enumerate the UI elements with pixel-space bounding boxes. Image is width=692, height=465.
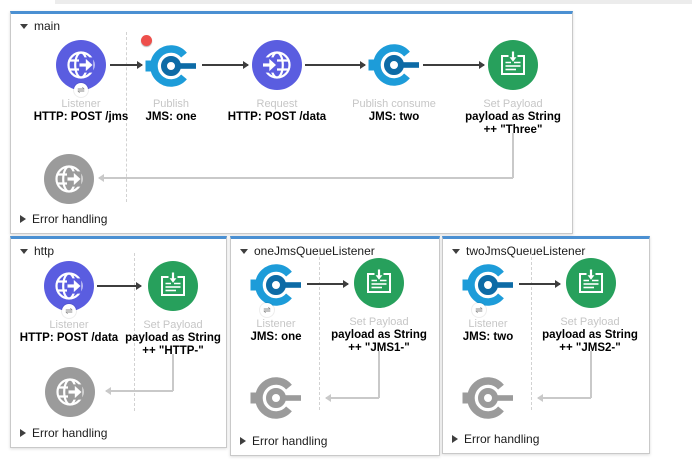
error-handling-section[interactable]: Error handling [20, 212, 107, 226]
response-arrow [105, 387, 173, 394]
source-separator-line [126, 32, 127, 202]
flow-container-one-jms-queue-listener[interactable]: oneJmsQueueListener ⇌ Listener JMS: one … [230, 236, 440, 456]
response-connector-line [512, 133, 514, 178]
error-handling-label: Error handling [464, 432, 540, 446]
node-config-line: ++ "JMS1-" [348, 342, 410, 354]
node-config: payload as String ++ "JMS2-" [531, 329, 649, 355]
collapse-triangle-icon[interactable] [20, 248, 28, 254]
error-handling-label: Error handling [252, 434, 328, 448]
node-config: JMS: one [250, 331, 302, 343]
source-separator-line [134, 253, 135, 411]
source-separator-line [319, 252, 320, 410]
flow-header[interactable]: oneJmsQueueListener [240, 244, 375, 258]
node-label: Request [256, 98, 298, 110]
node-label: Listener [256, 318, 296, 330]
http-response-globe-icon[interactable] [42, 152, 96, 206]
flow-arrow [307, 280, 349, 287]
node-config: HTTP: POST /data [227, 111, 327, 123]
node-label: Set Payload [560, 316, 620, 328]
flow-title: twoJmsQueueListener [466, 244, 586, 258]
response-arrow [325, 394, 379, 401]
flow-title: oneJmsQueueListener [254, 244, 375, 258]
flow-header[interactable]: main [20, 19, 60, 33]
node-label: Set Payload [483, 98, 543, 110]
error-handling-section[interactable]: Error handling [452, 432, 539, 446]
error-handling-label: Error handling [32, 426, 108, 440]
node-config: payload as String ++ "Three" [454, 111, 572, 137]
http-response-globe-icon[interactable] [43, 365, 97, 419]
set-payload-icon[interactable] [146, 259, 200, 313]
source-separator-line [531, 252, 532, 410]
expand-triangle-icon[interactable] [20, 429, 26, 437]
node-config: HTTP: POST /jms [33, 111, 129, 123]
node-config-line: payload as String [125, 332, 221, 344]
flow-title: http [34, 244, 55, 258]
node-config-line: ++ "HTTP-" [142, 345, 204, 357]
node-label: Set Payload [349, 316, 409, 328]
jms-listener-icon[interactable] [461, 258, 515, 312]
flow-arrow [110, 61, 143, 68]
flow-arrow [305, 61, 366, 68]
jms-publish-icon[interactable] [144, 39, 198, 93]
error-handling-section[interactable]: Error handling [20, 426, 107, 440]
flow-arrow [97, 282, 142, 289]
jms-response-icon[interactable] [461, 371, 515, 425]
collapse-triangle-icon[interactable] [20, 23, 28, 29]
flow-arrow [423, 61, 485, 68]
node-label: Publish [152, 98, 190, 110]
flow-title: main [34, 19, 61, 33]
canvas-top-strip [55, 0, 692, 4]
node-label: Set Payload [143, 319, 203, 331]
node-config-line: payload as String [331, 329, 427, 341]
jms-publish-consume-icon[interactable] [367, 38, 421, 92]
node-label: Listener [49, 319, 89, 331]
response-connector-line [378, 351, 380, 398]
response-connector-line [172, 354, 174, 391]
node-label: Listener [61, 98, 101, 110]
response-arrow [98, 174, 513, 181]
set-payload-icon[interactable] [564, 256, 618, 310]
node-config: JMS: one [145, 111, 197, 123]
jms-listener-icon[interactable] [249, 258, 303, 312]
node-label: Publish consume [352, 98, 436, 110]
node-config-line: ++ "JMS2-" [559, 342, 621, 354]
exchange-arrows-badge-icon: ⇌ [472, 303, 486, 317]
expand-triangle-icon[interactable] [240, 437, 246, 445]
flow-arrow [519, 280, 561, 287]
flow-arrow [202, 61, 249, 68]
node-config: JMS: two [368, 111, 420, 123]
error-handling-label: Error handling [32, 212, 108, 226]
node-config-line: payload as String [465, 111, 561, 123]
node-label: Listener [468, 318, 508, 330]
node-config-line: payload as String [542, 329, 638, 341]
error-handling-section[interactable]: Error handling [240, 434, 327, 448]
node-config: payload as String ++ "JMS1-" [319, 329, 439, 355]
node-config: JMS: two [462, 331, 514, 343]
response-connector-line [590, 351, 592, 398]
node-config: payload as String ++ "HTTP-" [119, 332, 227, 358]
expand-triangle-icon[interactable] [20, 215, 26, 223]
collapse-triangle-icon[interactable] [240, 248, 248, 254]
expand-triangle-icon[interactable] [452, 435, 458, 443]
response-arrow [537, 394, 591, 401]
exchange-arrows-badge-icon: ⇌ [260, 303, 274, 317]
exchange-arrows-badge-icon: ⇌ [74, 83, 88, 97]
flow-container-http[interactable]: http ⇌ Listener HTTP: POST /data Set Pay… [10, 236, 227, 448]
flow-container-two-jms-queue-listener[interactable]: twoJmsQueueListener ⇌ Listener JMS: two … [442, 236, 650, 454]
collapse-triangle-icon[interactable] [452, 248, 460, 254]
flow-container-main[interactable]: main ⇌ Listener HTTP: POST /jms Publish … [10, 11, 573, 234]
flow-header[interactable]: http [20, 244, 54, 258]
flow-header[interactable]: twoJmsQueueListener [452, 244, 585, 258]
node-config-line: ++ "Three" [483, 124, 543, 136]
node-config: HTTP: POST /data [19, 332, 119, 344]
exchange-arrows-badge-icon: ⇌ [62, 304, 76, 318]
jms-response-icon[interactable] [249, 371, 303, 425]
set-payload-icon[interactable] [352, 256, 406, 310]
http-request-icon[interactable] [250, 38, 304, 92]
set-payload-icon[interactable] [486, 38, 540, 92]
breakpoint-marker[interactable] [141, 35, 152, 46]
